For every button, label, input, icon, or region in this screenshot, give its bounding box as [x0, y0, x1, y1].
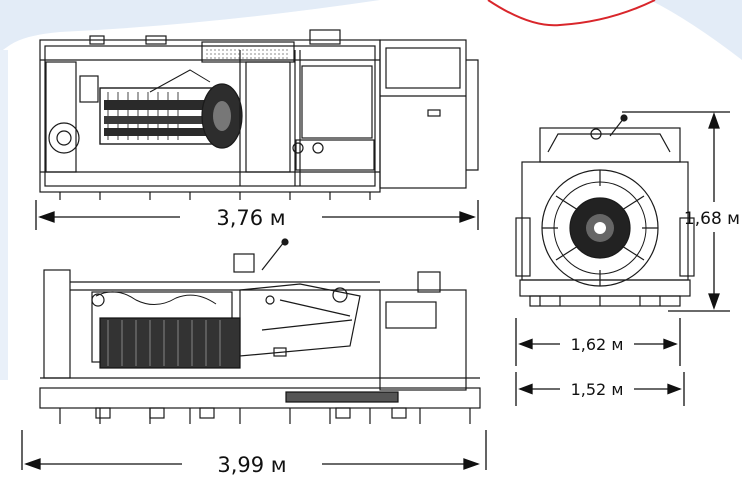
dimension-top-length: 3,76 м [216, 206, 285, 230]
red-arc [487, 0, 656, 27]
dimension-height: 1,68 м [684, 209, 740, 229]
background-decoration [0, 0, 742, 380]
generator-front-view [515, 114, 695, 307]
dimension-bottom-length: 3,99 м [217, 453, 286, 477]
generator-side-view [39, 238, 481, 424]
dimension-width-upper: 1,62 м [571, 335, 624, 354]
dimension-lines [21, 111, 730, 470]
generator-top-view [39, 29, 479, 200]
dimension-width-lower: 1,52 м [571, 380, 624, 399]
